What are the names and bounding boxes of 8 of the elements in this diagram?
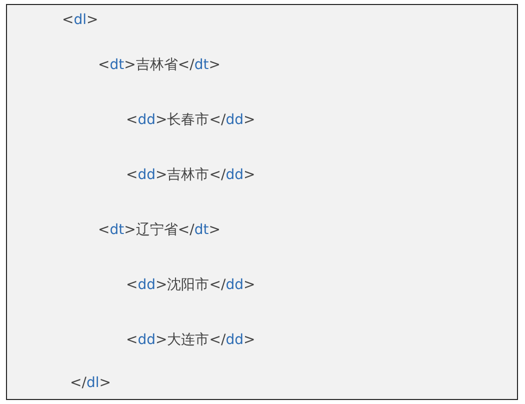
code-line: </dl> (70, 374, 111, 392)
code-line: <dd>长春市</dd> (126, 111, 256, 129)
code-line: <dd>沈阳市</dd> (126, 276, 256, 294)
code-line: <dd>大连市</dd> (126, 331, 256, 349)
code-line: <dt>辽宁省</dt> (98, 221, 220, 239)
code-line: <dt>吉林省</dt> (98, 56, 220, 74)
code-line: <dd>吉林市</dd> (126, 166, 256, 184)
code-line: <dl> (62, 11, 98, 29)
